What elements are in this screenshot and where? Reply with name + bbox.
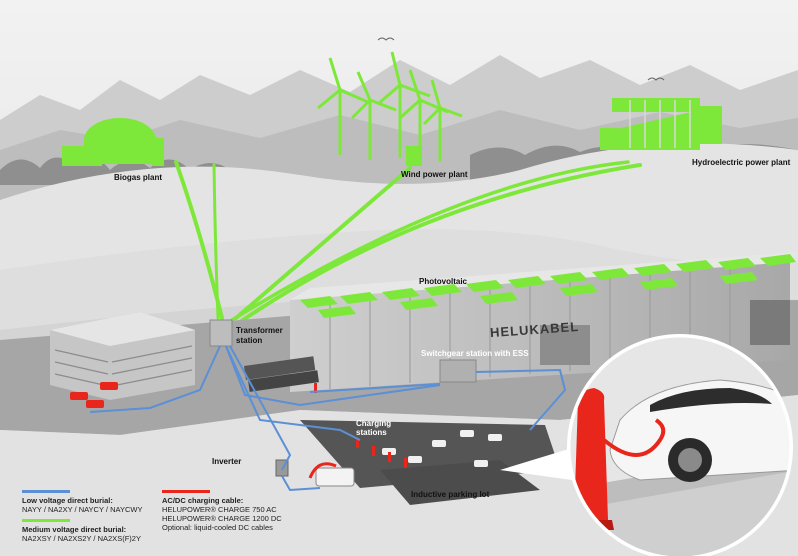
biogas-plant (62, 118, 164, 166)
transformer-station (209, 319, 233, 347)
label-transformer: Transformer station (236, 326, 283, 345)
office-building (50, 312, 195, 400)
legend-bar-medium (22, 519, 70, 522)
legend-acdc: AC/DC charging cable: HELUPOWER® CHARGE … (162, 496, 282, 532)
label-biogas: Biogas plant (114, 173, 163, 182)
legend-acdc-line3: Optional: liquid-cooled DC cables (162, 523, 273, 532)
medium-voltage-cables (174, 160, 642, 324)
bird (377, 37, 395, 41)
label-switchgear: Switchgear station with ESS (421, 349, 529, 358)
hydroelectric-plant (600, 98, 722, 150)
legend-medium-title: Medium voltage direct burial: (22, 525, 127, 534)
legend-acdc-title: AC/DC charging cable: (162, 496, 244, 505)
legend-low-voltage: Low voltage direct burial: NAYY / NA2XY … (22, 496, 142, 514)
switchgear-station (439, 359, 477, 383)
hydro-detail (629, 100, 691, 148)
label-inductive-parking: Inductive parking lot (411, 490, 490, 499)
legend-bar-acdc (162, 490, 210, 493)
legend-low-title: Low voltage direct burial: (22, 496, 113, 505)
legend-medium-text: NA2XSY / NA2XS2Y / NA2XS(F)2Y (22, 534, 141, 543)
ev-cars-office (70, 382, 118, 408)
electric-bus (315, 467, 355, 487)
wind-farm (317, 51, 463, 166)
label-inverter: Inverter (212, 457, 242, 466)
label-wind: Wind power plant (401, 170, 468, 179)
bus-charger (308, 462, 337, 479)
parked-cars (382, 430, 502, 467)
charging-inset (567, 334, 793, 556)
legend-medium-voltage: Medium voltage direct burial: NA2XSY / N… (22, 525, 141, 543)
label-charging-stations: Charging stations (356, 419, 392, 437)
legend-acdc-line1: HELUPOWER® CHARGE 750 AC (162, 505, 277, 514)
ess-containers (243, 356, 319, 392)
legend-acdc-line2: HELUPOWER® CHARGE 1200 DC (162, 514, 282, 523)
legend-bar-low (22, 490, 70, 493)
label-hydro: Hydroelectric power plant (692, 158, 791, 167)
photovoltaic-panels (300, 254, 796, 318)
legend-low-text: NAYY / NA2XY / NAYCY / NAYCWY (22, 505, 143, 514)
charging-posts (314, 383, 407, 468)
label-photovoltaic: Photovoltaic (419, 277, 468, 286)
callout-pointer (500, 448, 572, 480)
inductive-parking-lot (380, 460, 540, 505)
low-voltage-cables (89, 345, 567, 492)
bird (647, 77, 665, 81)
